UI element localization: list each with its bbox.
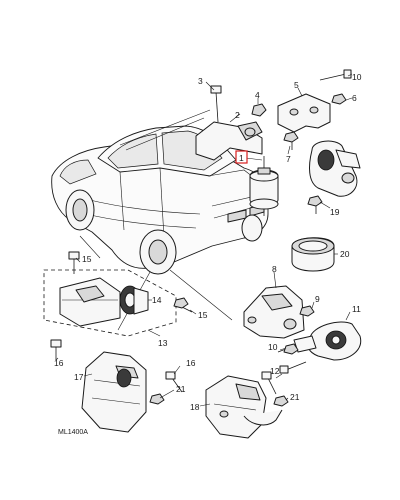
bolt-icon [261, 371, 277, 395]
engine-mount-icon [293, 321, 362, 361]
callout-leaders [55, 73, 353, 407]
callout-21-left: 21 [176, 384, 186, 394]
callout-6: 6 [352, 93, 357, 103]
callout-15-right: 15 [198, 310, 208, 320]
callout-19: 19 [330, 207, 340, 217]
bolt-icon [149, 393, 165, 405]
bracket-8 [243, 285, 305, 339]
rear-mount-dashed-group [43, 269, 177, 337]
pointer-line [119, 109, 211, 146]
bolt-icon [173, 297, 193, 313]
bolt-icon [273, 395, 289, 407]
bolt-icon [165, 371, 183, 393]
pointer-line [79, 235, 101, 259]
nut-icon [251, 103, 267, 117]
callout-10-top: 10 [352, 72, 362, 82]
callout-5: 5 [294, 80, 299, 90]
callout-20: 20 [340, 249, 350, 259]
callout-10-bottom: 10 [268, 342, 278, 352]
callout-16-right: 16 [186, 358, 196, 368]
callout-2: 2 [235, 110, 240, 120]
callout-13: 13 [158, 338, 168, 348]
figure-reference: ML1400A [58, 429, 88, 436]
callout-8: 8 [272, 264, 277, 274]
bolt-icon [283, 131, 299, 150]
engine-mount-icon [309, 140, 361, 197]
bolt-icon [68, 251, 80, 274]
callout-15-left: 15 [82, 254, 92, 264]
callout-18: 18 [190, 402, 200, 412]
callout-16-left: 16 [54, 358, 64, 368]
callout-17: 17 [74, 372, 84, 382]
bolt-icon [277, 343, 299, 355]
car-outline-icon [51, 125, 269, 275]
callout-12: 12 [270, 366, 280, 376]
bolt-icon [210, 85, 222, 123]
engine-mount-icon [249, 156, 279, 216]
bolt-icon [307, 195, 323, 214]
callout-4: 4 [255, 90, 260, 100]
engine-mount-icon [119, 285, 149, 315]
bolt-icon [50, 339, 62, 360]
callout-7: 7 [286, 154, 291, 164]
bolt-icon [331, 93, 347, 105]
callout-21-right: 21 [290, 392, 300, 402]
callout-11: 11 [352, 304, 361, 314]
bracket-5 [277, 93, 331, 133]
pointer-line [169, 269, 233, 321]
bracket-17 [81, 351, 147, 433]
callout-3: 3 [198, 76, 203, 86]
callout-9: 9 [315, 294, 320, 304]
pointer-line [125, 117, 205, 151]
callout-1: 1 [239, 153, 244, 163]
bolt-icon [279, 361, 307, 374]
bracket-13 [59, 277, 121, 327]
callout-14: 14 [152, 295, 162, 305]
bracket-18 [205, 375, 283, 439]
highlight-box [235, 150, 248, 164]
bolt-icon [299, 305, 315, 317]
bolt-icon [319, 69, 352, 81]
insulator-ring-20 [291, 237, 335, 272]
